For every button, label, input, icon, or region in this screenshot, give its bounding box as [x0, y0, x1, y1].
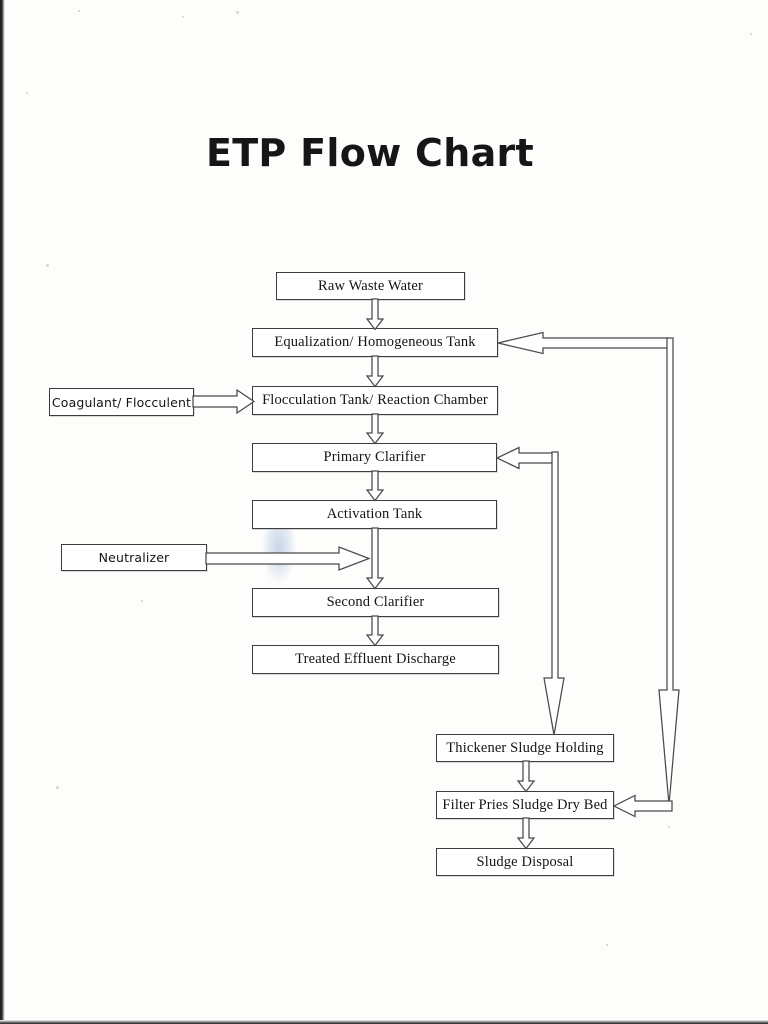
edge-loop-into-filter-press-arrow	[612, 794, 673, 818]
node-flocculation-tank[interactable]: Flocculation Tank/ Reaction Chamber	[252, 386, 498, 415]
edge-return-to-equalization-arrow	[497, 331, 669, 355]
edge-equalization-to-flocculation-arrow	[365, 355, 385, 388]
scan-speck	[182, 16, 185, 19]
edge-neutralizer-to-main-line-arrow	[205, 546, 371, 572]
node-activation-tank[interactable]: Activation Tank	[252, 500, 497, 529]
edge-equalization-loop-down-arrow	[658, 337, 680, 806]
edge-flocculation-to-primary-clarifier-arrow	[365, 413, 385, 445]
scan-speck	[606, 944, 608, 946]
scan-speck	[26, 92, 29, 95]
scan-speck	[56, 786, 60, 790]
scan-speck	[668, 826, 671, 829]
edge-filter-press-to-disposal-arrow	[516, 817, 536, 850]
node-thickener-sludge-holding[interactable]: Thickener Sludge Holding	[436, 734, 614, 762]
node-primary-clarifier[interactable]: Primary Clarifier	[252, 443, 497, 472]
scan-edge-left	[0, 0, 5, 1024]
edge-thickener-to-filter-press-arrow	[516, 760, 536, 793]
scan-speck	[46, 264, 50, 268]
edge-raw-to-equalization-arrow	[365, 298, 385, 331]
edge-coagulant-to-flocculation-arrow	[192, 388, 256, 415]
edge-primary-clarifier-to-activation-arrow	[365, 470, 385, 502]
scan-speck	[236, 11, 240, 15]
node-sludge-disposal[interactable]: Sludge Disposal	[436, 848, 614, 876]
node-second-clarifier[interactable]: Second Clarifier	[252, 588, 499, 617]
node-coagulant-flocculent[interactable]: Coagulant/ Flocculent	[49, 388, 194, 416]
edge-return-to-primary-clarifier-arrow	[495, 446, 558, 470]
node-treated-effluent-discharge[interactable]: Treated Effluent Discharge	[252, 645, 499, 674]
scan-speck	[78, 10, 80, 12]
edge-primary-clarifier-to-thickener-arrow	[543, 451, 565, 736]
scan-edge-bottom	[0, 1020, 768, 1024]
node-filter-press-sludge-dry-bed[interactable]: Filter Pries Sludge Dry Bed	[436, 791, 614, 819]
node-raw-waste-water[interactable]: Raw Waste Water	[276, 272, 465, 300]
node-neutralizer[interactable]: Neutralizer	[61, 544, 207, 571]
page-title: ETP Flow Chart	[205, 131, 535, 175]
scan-speck	[141, 600, 143, 602]
edge-second-clarifier-to-effluent-arrow	[365, 615, 385, 647]
edge-activation-to-second-clarifier-arrow	[365, 527, 385, 590]
node-equalization-tank[interactable]: Equalization/ Homogeneous Tank	[252, 328, 498, 357]
scan-speck	[750, 33, 752, 35]
